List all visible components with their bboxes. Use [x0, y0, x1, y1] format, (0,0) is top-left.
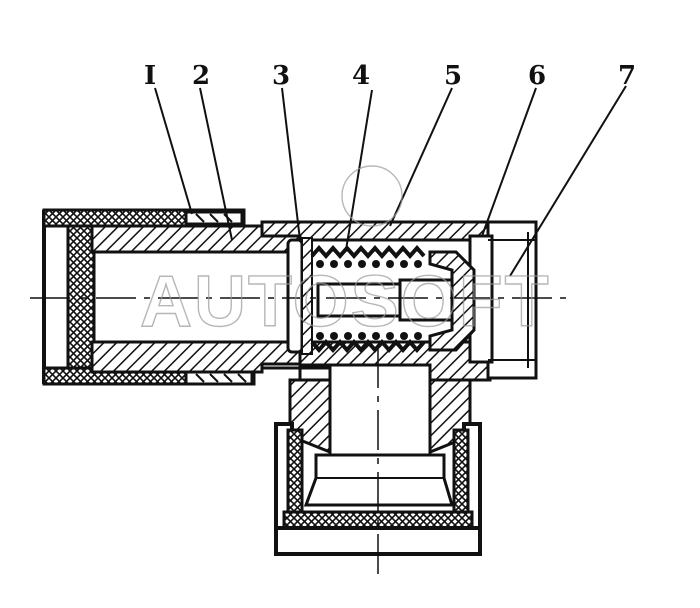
- label-3: 3: [272, 61, 290, 91]
- label-5: 5: [444, 61, 462, 91]
- label-2: 2: [192, 61, 210, 91]
- spring-seat: [428, 250, 476, 352]
- label-1: I: [144, 61, 156, 91]
- center-lines: [30, 297, 570, 580]
- label-7: 7: [618, 61, 636, 91]
- watermark: AUTOSOFT: [139, 165, 551, 343]
- label-4: 4: [352, 61, 370, 91]
- leader-lines: [154, 85, 627, 277]
- valve-disc: [286, 237, 313, 355]
- bottom-sleeve: [274, 422, 482, 556]
- watermark-text: AUTOSOFT: [140, 262, 551, 342]
- part-labels: I 2 3 4 5 6 7: [144, 61, 636, 91]
- label-6: 6: [528, 61, 546, 91]
- outlet-pipe: [303, 363, 455, 507]
- inner-bore: [92, 250, 302, 344]
- spring: [310, 244, 426, 354]
- watermark-gear-icon: [341, 165, 403, 227]
